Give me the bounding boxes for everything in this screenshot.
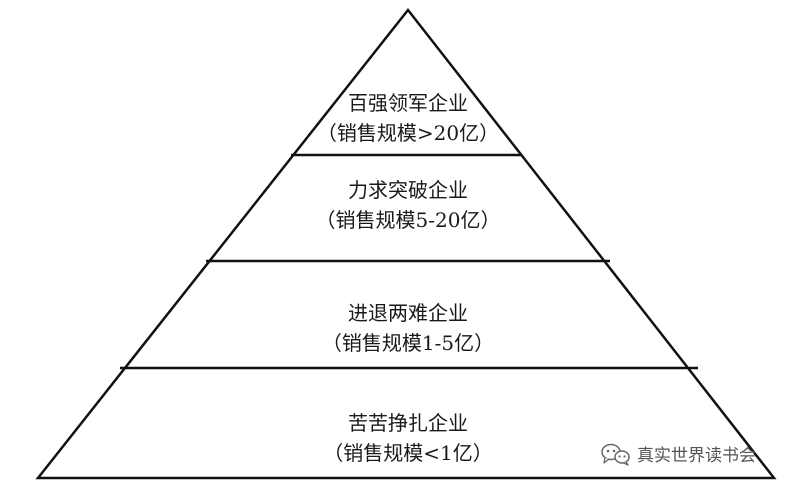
wechat-icon bbox=[601, 443, 630, 466]
pyramid-outline bbox=[35, 7, 777, 480]
tier-1-range: （销售规模>20亿） bbox=[317, 121, 499, 145]
tier-1-name: 百强领军企业 bbox=[348, 91, 468, 115]
tier-3-range: （销售规模1-5亿） bbox=[322, 331, 494, 355]
watermark-label: 真实世界读书会 bbox=[637, 446, 756, 466]
tier-2-name: 力求突破企业 bbox=[348, 178, 468, 202]
tier-2-range: （销售规模5-20亿） bbox=[316, 208, 501, 232]
tier-4-name: 苦苦挣扎企业 bbox=[348, 411, 468, 435]
watermark: 真实世界读书会 bbox=[601, 443, 756, 466]
tier-4-range: （销售规模<1亿） bbox=[323, 441, 492, 465]
tier-3-name: 进退两难企业 bbox=[348, 301, 468, 325]
